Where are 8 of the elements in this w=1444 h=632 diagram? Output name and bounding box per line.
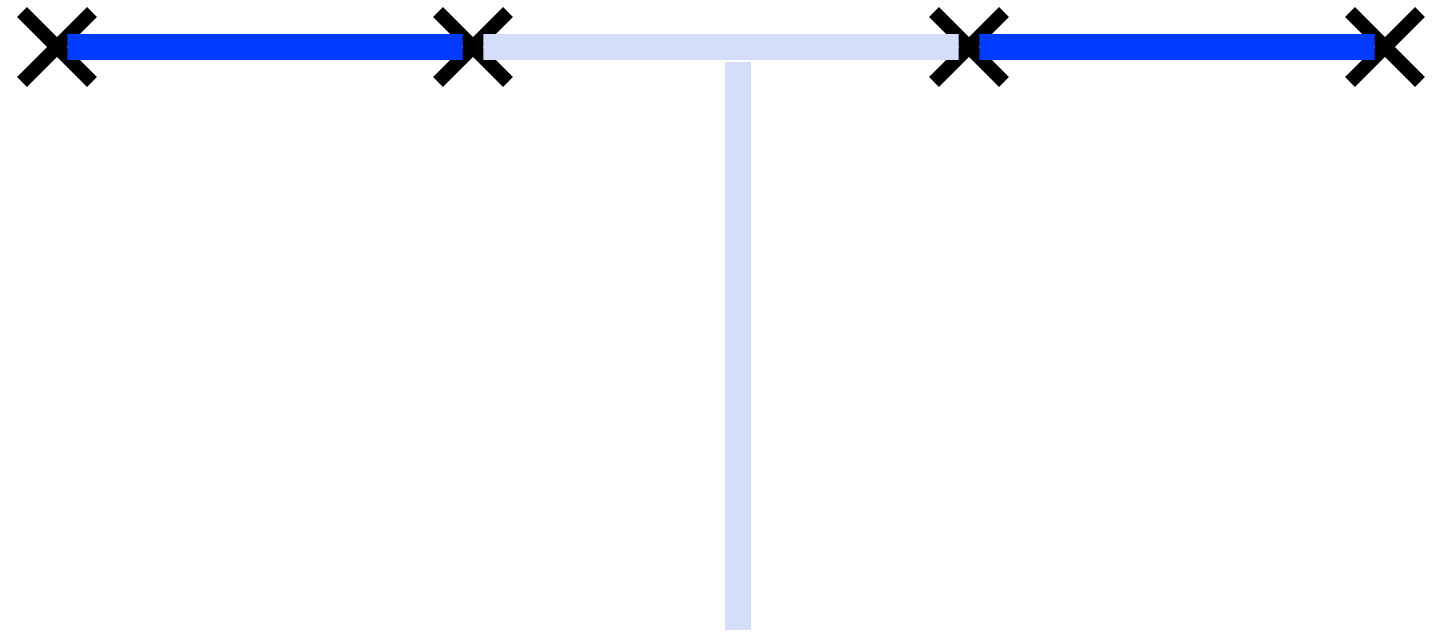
- connector-line: [67, 34, 463, 60]
- cross-mark: [1343, 5, 1427, 89]
- cross-mark: [927, 5, 1011, 89]
- cross-mark: [15, 5, 99, 89]
- connector-line: [483, 34, 959, 60]
- connector-line: [979, 34, 1375, 60]
- stem-bar: [725, 62, 751, 630]
- cross-mark: [431, 5, 515, 89]
